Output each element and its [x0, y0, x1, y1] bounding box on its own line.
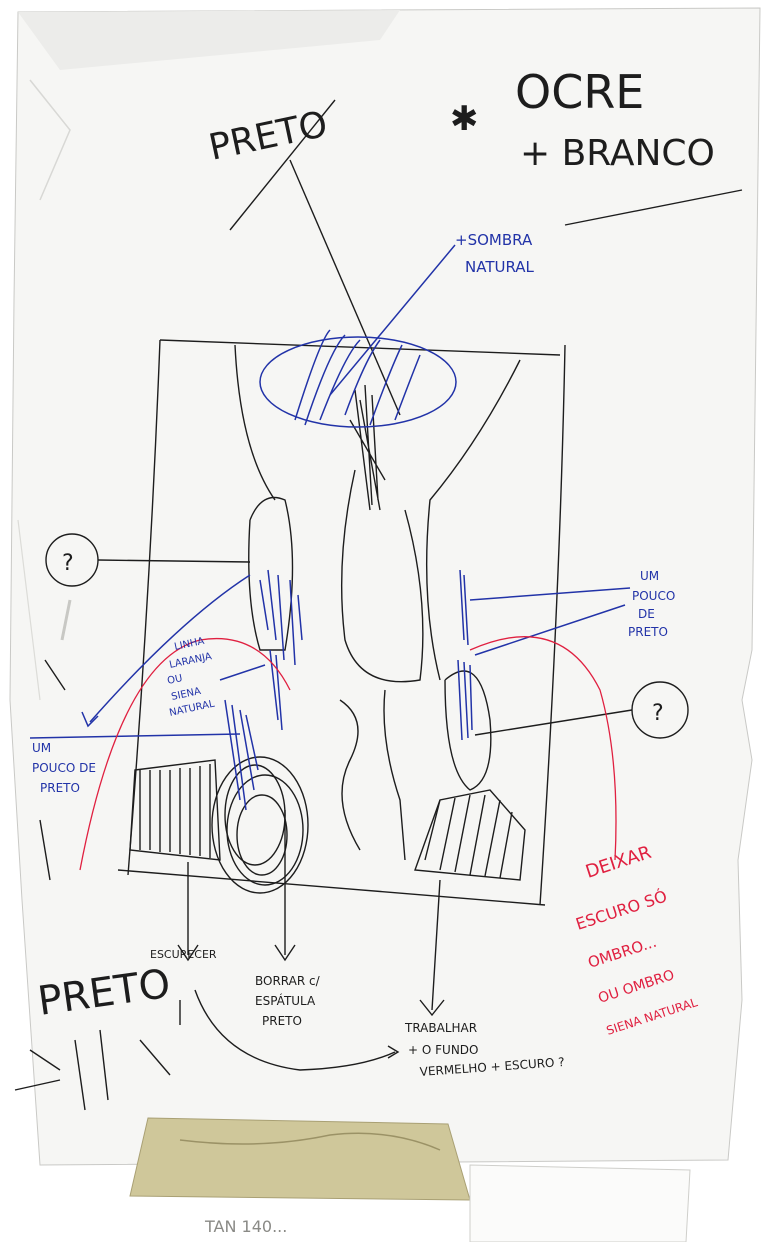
- note-um-pouco-right-3: DE: [638, 607, 655, 621]
- note-um-pouco-left-3: PRETO: [40, 781, 80, 795]
- note-escurecer: ESCURECER: [150, 948, 217, 961]
- note-trabalhar-2: + O FUNDO: [408, 1043, 478, 1057]
- note-question-right: ?: [652, 701, 664, 726]
- note-question-left: ?: [62, 551, 74, 576]
- note-sombra-2: NATURAL: [465, 258, 535, 276]
- note-borrar-2: ESPÁTULA: [255, 993, 316, 1008]
- note-um-pouco-right-2: POUCO: [632, 589, 675, 603]
- note-trabalhar-1: TRABALHAR: [404, 1021, 477, 1035]
- note-borrar-3: PRETO: [262, 1014, 302, 1028]
- tape-strip: [130, 1118, 470, 1200]
- note-borrar-1: BORRAR c/: [255, 974, 321, 988]
- second-paper: [470, 1165, 690, 1242]
- note-um-pouco-left-1: UM: [32, 741, 51, 755]
- tape-text: TAN 140...: [204, 1217, 287, 1236]
- note-um-pouco-right-1: UM: [640, 569, 659, 583]
- note-ocre: OCRE: [515, 65, 644, 119]
- note-branco: + BRANCO: [520, 133, 715, 174]
- note-sombra-1: +SOMBRA: [455, 231, 533, 249]
- star-icon: ✱: [450, 99, 479, 139]
- note-um-pouco-left-2: POUCO DE: [32, 761, 96, 775]
- note-um-pouco-right-4: PRETO: [628, 625, 668, 639]
